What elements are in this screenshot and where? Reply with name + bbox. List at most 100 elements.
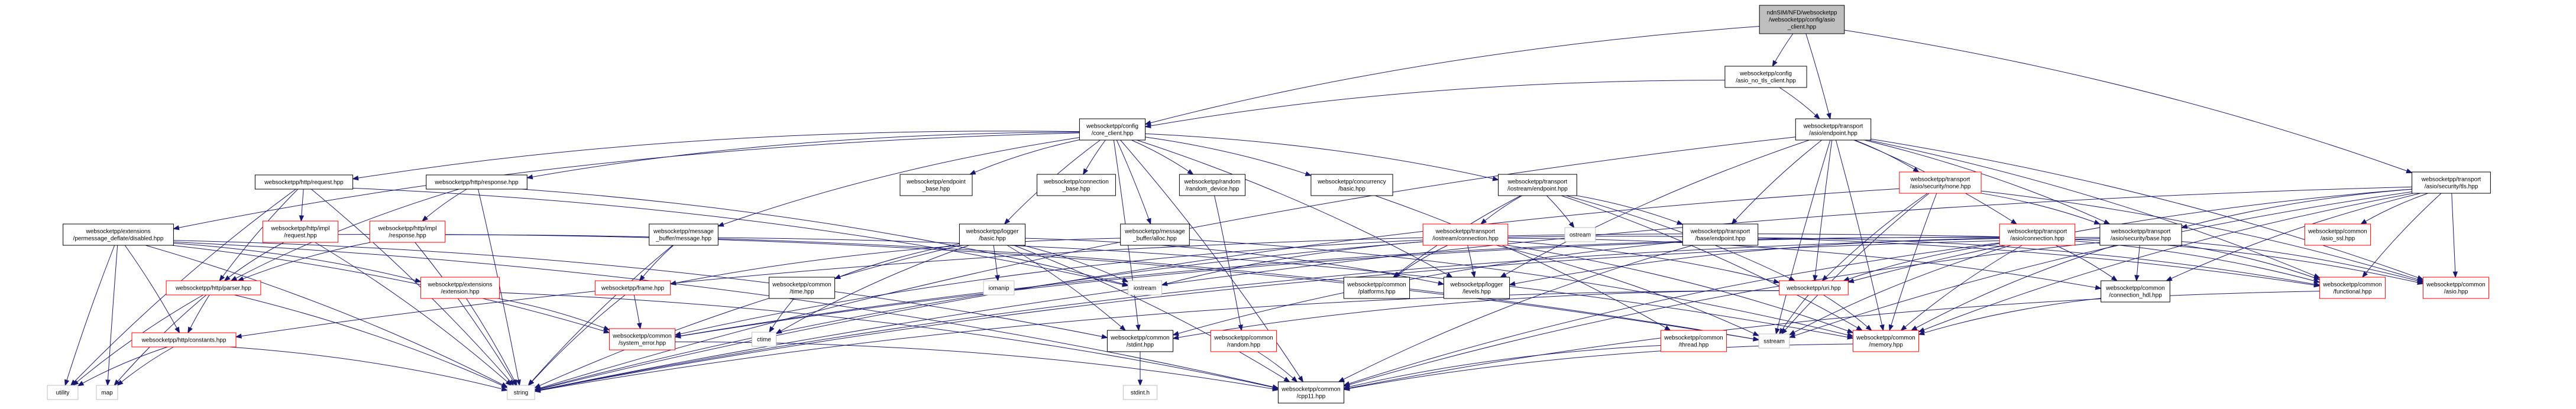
node-iostream-connection[interactable]: websocketpp/transport/iostream/connectio… [1422,223,1509,246]
arrowhead [1172,331,1179,336]
node-label: /time.hpp [789,289,814,296]
node-common-stdint[interactable]: websocketpp/common/stdint.hpp [1106,330,1174,352]
arrowhead [64,379,70,387]
node-label: _base.hpp [1062,186,1090,193]
arrowhead [224,275,231,281]
node-box [1498,174,1577,196]
arrowhead [1446,272,1453,278]
node-label: websocketpp/config [1739,71,1792,77]
node-security-base[interactable]: websocketpp/transport/asio/security/base… [2099,223,2182,246]
arrowhead [1568,221,1575,229]
edge-iostream_endpoint-to-memory [1561,195,1863,331]
node-logger-basic[interactable]: websocketpp/logger/basic.hpp [959,223,1026,246]
node-security-tls[interactable]: websocketpp/transport/asio/security/tls.… [2412,171,2491,194]
edge-http_response-to-iostream [521,189,1129,287]
edge-iostream_endpoint-to-ostream [1546,195,1575,229]
node-common-random[interactable]: websocketpp/common/random.hpp [1210,330,1277,352]
arrowhead [775,329,782,335]
edge-security_tls-to-sstream [1788,191,2412,338]
node-http-request[interactable]: websocketpp/http/request.hpp [254,174,354,190]
node-box [2304,223,2371,246]
node-http-parser[interactable]: websocketpp/http/parser.hpp [166,280,261,296]
edge-line [2075,241,2320,283]
edge-mb_message-to-frame [639,245,674,282]
node-box [420,277,500,299]
node-label: websocketpp/common [1281,387,1341,393]
node-connection-base[interactable]: websocketpp/connection_base.hpp [1037,174,1116,196]
node-label: map [101,390,113,397]
node-asio-ssl[interactable]: websocketpp/common/asio_ssl.hpp [2304,223,2371,246]
node-http-constants[interactable]: websocketpp/http/constants.hpp [131,332,237,348]
node-core-client[interactable]: websocketpp/config/core_client.hpp [1079,118,1146,141]
arrowhead [1172,335,1179,340]
node-label: /stdint.hpp [1127,342,1154,349]
arrowhead [1119,324,1127,331]
node-endpoint-base[interactable]: websocketpp/endpoint_base.hpp [899,174,973,196]
node-mb-alloc[interactable]: websocketpp/message_buffer/alloc.hpp [1120,223,1190,246]
node-impl-response[interactable]: websocketpp/http/impl/response.hpp [369,220,446,243]
edge-line [415,242,516,386]
node-label: /extension.hpp [441,289,479,296]
arrowhead [352,175,359,181]
edge-line [315,242,512,386]
node-security-none[interactable]: websocketpp/transport/asio/security/none… [1899,171,1982,194]
arrowhead [1788,330,1796,336]
node-label: websocketpp/message [653,229,714,235]
node-string: string [507,385,535,400]
edge-common_time-to-ctime [769,298,795,333]
node-common-time[interactable]: websocketpp/common/time.hpp [768,277,836,299]
node-common-asio[interactable]: websocketpp/common/asio.hpp [2422,277,2490,299]
node-common-thread[interactable]: websocketpp/common/thread.hpp [1660,330,1727,352]
node-frame[interactable]: websocketpp/frame.hpp [594,280,671,296]
edge-line [2166,193,2420,281]
node-base-endpoint[interactable]: websocketpp/transport/base/endpoint.hpp [1682,223,1759,246]
node-label: /iostream/connection.hpp [1432,236,1499,242]
arrowhead [235,333,242,339]
node-impl-request[interactable]: websocketpp/http/impl/request.hpp [262,220,339,243]
node-label: ostream [1569,232,1591,239]
edge-security_none-to-uri [1821,193,1928,281]
edges-layer [64,25,2458,393]
node-label: /asio.hpp [2444,289,2468,296]
node-extension[interactable]: websocketpp/extensions/extension.hpp [420,277,500,299]
node-functional[interactable]: websocketpp/common/functional.hpp [2319,277,2386,299]
arrowhead [1122,281,1129,287]
node-asio-no-tls-client[interactable]: websocketpp/config/asio_no_tls_client.hp… [1724,66,1807,88]
edge-asio_endpoint-to-security_none [1855,139,1920,173]
arrowhead [2313,275,2321,280]
node-platforms[interactable]: websocketpp/common/platforms.hpp [1343,277,1410,299]
node-asio-connection[interactable]: websocketpp/transport/asio/connection.hp… [1999,223,2076,246]
node-http-response[interactable]: websocketpp/http/response.hpp [426,174,528,190]
node-connection-hdl[interactable]: websocketpp/common/connection_hdl.hpp [2101,280,2170,303]
edge-memory-to-cpp11 [1343,343,1853,391]
edge-core_client-to-endpoint_base [969,139,1080,175]
edge-line [1394,245,1448,278]
edge-asio_connection-to-logger_levels [1509,238,2000,287]
node-memory[interactable]: websocketpp/common/memory.hpp [1852,330,1920,352]
edge-core_client-to-random_device [1131,139,1194,175]
arrowhead [116,379,124,386]
node-random-device[interactable]: websocketpp/random/random_device.hpp [1179,174,1246,196]
node-box [1106,330,1174,352]
edge-asio_endpoint-to-common_asio [1870,138,2424,280]
node-label: /cpp11.hpp [1297,394,1326,400]
edge-line [1480,195,1523,225]
node-label: websocketpp/transport [2421,177,2481,183]
node-pmd-disabled[interactable]: websocketpp/extensions/permessage_deflat… [63,223,174,246]
node-box [2319,277,2386,299]
edge-line [173,243,421,283]
edge-core_client-to-http_request [352,131,1080,181]
node-mb-message[interactable]: websocketpp/message_buffer/message.hpp [649,223,719,246]
node-asio-endpoint[interactable]: websocketpp/transport/asio/endpoint.hpp [1795,118,1872,141]
edge-core_client-to-cpp11 [1120,139,1304,383]
node-label: /response.hpp [389,233,426,239]
node-concurrency-basic[interactable]: websocketpp/concurrency/basic.hpp [1310,174,1393,196]
node-label: _base.hpp [922,186,950,193]
node-box [1277,381,1345,404]
node-iostream-endpoint[interactable]: websocketpp/transport/iostream/endpoint.… [1498,174,1577,196]
node-uri[interactable]: websocketpp/uri.hpp [1779,280,1849,296]
node-logger-levels[interactable]: websocketpp/logger/levels.hpp [1443,277,1510,299]
node-system-error[interactable]: websocketpp/common/system_error.hpp [609,328,676,350]
edge-http_request-to-impl_request [299,189,305,222]
node-cpp11[interactable]: websocketpp/common/cpp11.hpp [1277,381,1345,404]
